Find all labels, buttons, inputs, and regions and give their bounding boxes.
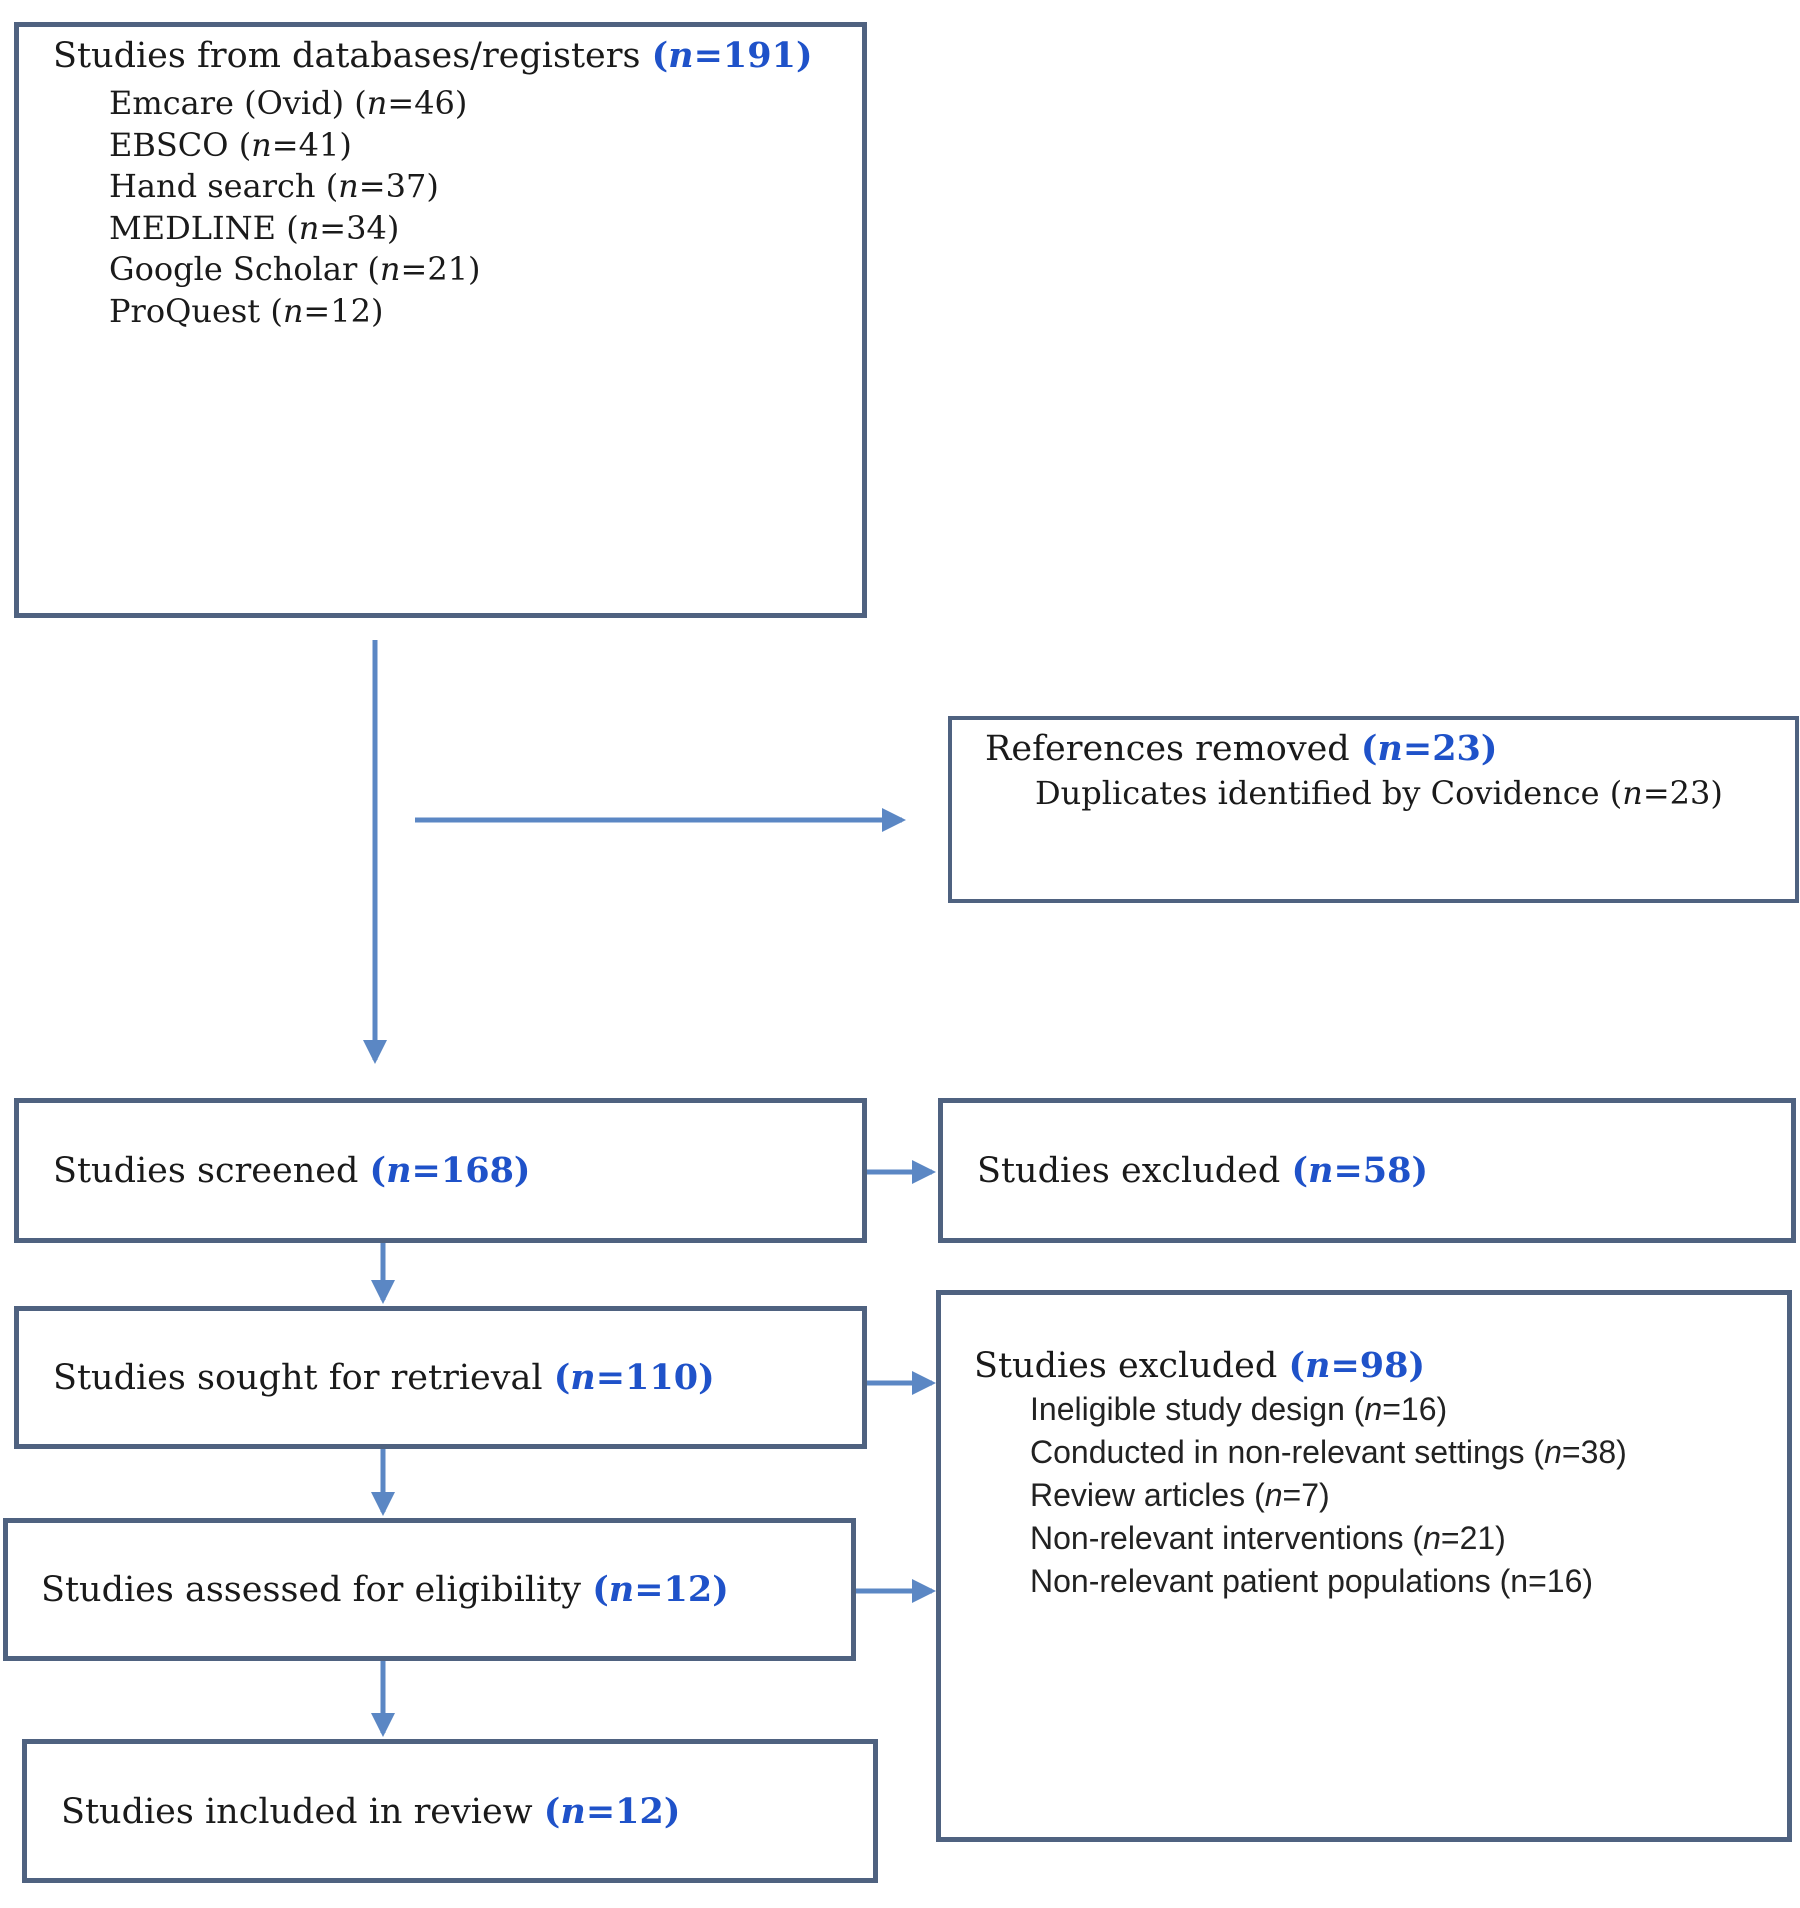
identification-box: Studies from databases/registers (n=191)… (14, 22, 867, 618)
excluded-full-title-line: Studies excluded (n=98) (974, 1345, 1425, 1386)
source-count: 34 (346, 208, 387, 247)
source-count: 21 (427, 250, 469, 288)
exclusion-reason: Ineligible study design (n=16) (1030, 1391, 1448, 1427)
source-item: ProQuest (n=12) (109, 291, 384, 330)
eligibility-count: (n=12) (592, 1569, 729, 1610)
screened-count: (n=168) (369, 1150, 531, 1191)
source-count: 41 (298, 125, 340, 164)
retrieval-title: Studies sought for retrieval (53, 1358, 543, 1398)
source-name: EBSCO (109, 125, 229, 164)
source-item: MEDLINE (n=34) (109, 208, 400, 247)
exclusion-reason-count: 21 (1459, 1520, 1496, 1556)
eligibility-box: Studies assessed for eligibility (n=12) (3, 1518, 856, 1661)
eligibility-title-line: Studies assessed for eligibility (n=12) (41, 1569, 729, 1610)
identification-count: (n=191) (651, 35, 813, 76)
source-count: 12 (330, 291, 371, 330)
included-count: (n=12) (543, 1790, 681, 1832)
removed-count: (n=23) (1360, 728, 1498, 769)
exclusion-reason-label: Non-relevant interventions (1030, 1520, 1404, 1556)
source-name: ProQuest (109, 291, 261, 330)
removed-title: References removed (985, 729, 1350, 769)
included-title-line: Studies included in review (n=12) (61, 1791, 680, 1832)
exclusion-reason: Non-relevant interventions (n=21) (1030, 1520, 1506, 1556)
retrieval-count: (n=110) (553, 1357, 715, 1398)
source-item: EBSCO (n=41) (109, 125, 352, 164)
excluded-screen-title: Studies excluded (977, 1151, 1281, 1191)
source-name: Hand search (109, 167, 316, 205)
exclusion-reason: Review articles (n=7) (1030, 1477, 1330, 1513)
source-item: Hand search (n=37) (109, 167, 439, 205)
exclusion-reason: Conducted in non-relevant settings (n=38… (1030, 1434, 1627, 1470)
identification-title: Studies from databases/registers (53, 36, 641, 76)
exclusion-reason-label: Review articles (1030, 1477, 1246, 1513)
identification-title-line: Studies from databases/registers (n=191) (53, 35, 813, 76)
removed-detail: Duplicates identified by Covidence (n=23… (1035, 774, 1723, 812)
exclusion-reason-count: 16 (1400, 1391, 1437, 1427)
source-name: Google Scholar (109, 250, 358, 288)
exclusion-reason: Non-relevant patient populations (n=16) (1030, 1563, 1594, 1599)
source-item: Google Scholar (n=21) (109, 250, 481, 288)
exclusion-reason-count: 38 (1580, 1434, 1617, 1470)
included-box: Studies included in review (n=12) (22, 1739, 878, 1883)
excluded-screen-title-line: Studies excluded (n=58) (977, 1150, 1428, 1191)
excluded-screen-box: Studies excluded (n=58) (938, 1098, 1796, 1243)
excluded-screen-count: (n=58) (1291, 1150, 1429, 1191)
removed-box: References removed (n=23) Duplicates ide… (948, 716, 1799, 903)
exclusion-reason-label: Non-relevant patient populations (1030, 1563, 1491, 1599)
excluded-full-box: Studies excluded (n=98) Ineligible study… (936, 1290, 1792, 1842)
removed-detail-count: 23 (1669, 774, 1711, 812)
removed-detail-label: Duplicates identified by Covidence (1035, 774, 1600, 812)
source-count: 46 (414, 84, 455, 122)
exclusion-reason-count: 16 (1546, 1563, 1583, 1599)
source-item: Emcare (Ovid) (n=46) (109, 84, 468, 122)
removed-title-line: References removed (n=23) (985, 728, 1497, 769)
retrieval-title-line: Studies sought for retrieval (n=110) (53, 1357, 715, 1398)
exclusion-reason-label: Conducted in non-relevant settings (1030, 1434, 1525, 1470)
excluded-full-title: Studies excluded (974, 1346, 1278, 1386)
screened-box: Studies screened (n=168) (14, 1098, 867, 1243)
exclusion-reason-label: Ineligible study design (1030, 1391, 1345, 1427)
exclusion-reason-count: 7 (1301, 1477, 1319, 1513)
source-count: 37 (385, 167, 427, 205)
source-name: MEDLINE (109, 208, 277, 247)
included-title: Studies included in review (61, 1791, 533, 1832)
source-name: Emcare (Ovid) (109, 84, 345, 122)
eligibility-title: Studies assessed for eligibility (41, 1570, 582, 1610)
retrieval-box: Studies sought for retrieval (n=110) (14, 1306, 867, 1449)
screened-title-line: Studies screened (n=168) (53, 1150, 530, 1191)
excluded-full-count: (n=98) (1288, 1345, 1426, 1386)
screened-title: Studies screened (53, 1151, 359, 1191)
